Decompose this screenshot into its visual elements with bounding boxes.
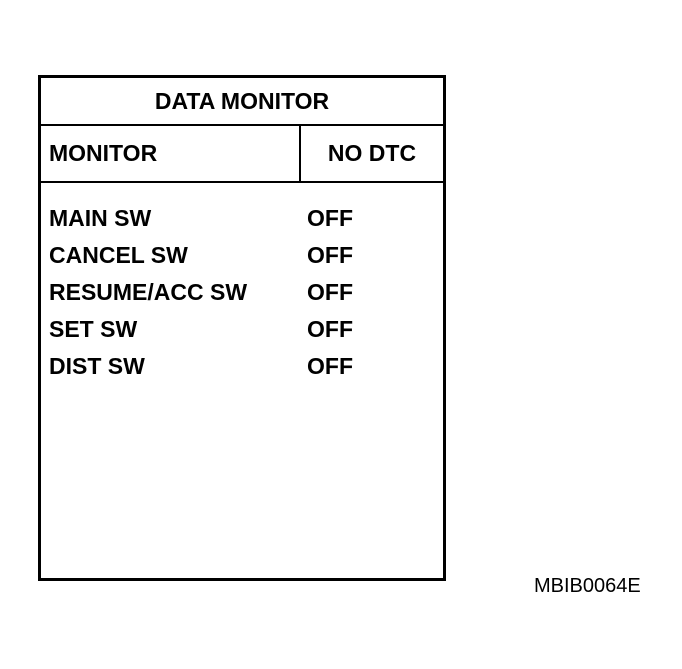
- screen-title: DATA MONITOR: [41, 78, 443, 126]
- item-value: OFF: [307, 316, 353, 342]
- item-label: RESUME/ACC SW: [49, 279, 248, 305]
- monitor-item-resume-acc-sw: RESUME/ACC SW OFF: [41, 274, 443, 311]
- item-value: OFF: [307, 279, 353, 305]
- item-label: SET SW: [49, 316, 138, 342]
- item-label: DIST SW: [49, 353, 145, 379]
- figure-code: MBIB0064E: [534, 575, 641, 597]
- item-label: MAIN SW: [49, 205, 152, 231]
- item-value: OFF: [307, 205, 353, 231]
- monitor-item-set-sw: SET SW OFF: [41, 311, 443, 348]
- monitor-item-dist-sw: DIST SW OFF: [41, 348, 443, 385]
- monitor-item-list: MAIN SW OFF CANCEL SW OFF RESUME/ACC SW …: [41, 183, 443, 385]
- dtc-status: NO DTC: [327, 140, 417, 166]
- monitor-item-cancel-sw: CANCEL SW OFF: [41, 237, 443, 274]
- monitor-column-header: MONITOR: [41, 126, 301, 181]
- item-value: OFF: [307, 242, 353, 268]
- item-label: CANCEL SW: [49, 242, 188, 268]
- header-row: MONITOR NO DTC: [41, 126, 443, 183]
- item-value: OFF: [307, 353, 353, 379]
- monitor-item-main-sw: MAIN SW OFF: [41, 200, 443, 237]
- data-monitor-screen: DATA MONITOR MONITOR NO DTC MAIN SW OFF …: [38, 75, 446, 581]
